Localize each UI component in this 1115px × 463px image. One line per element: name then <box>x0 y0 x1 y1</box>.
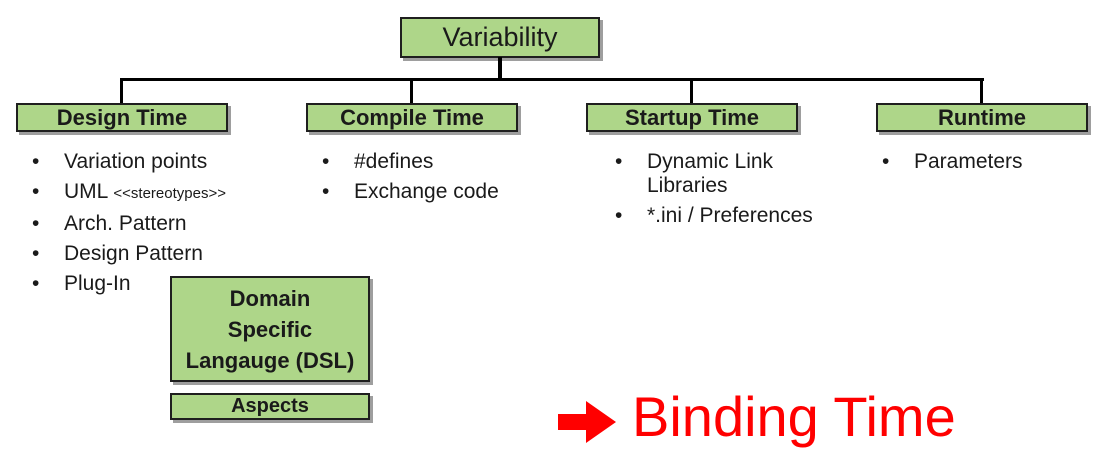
startup-time-box: Startup Time <box>586 103 798 132</box>
startup-time-list: Dynamic Link Libraries *.ini / Preference… <box>613 150 853 234</box>
list-item: Design Pattern <box>30 242 310 266</box>
dsl-label: Domain Specific Langauge (DSL) <box>185 285 355 373</box>
list-item: #defines <box>320 150 570 174</box>
runtime-box: Runtime <box>876 103 1088 132</box>
variability-label: Variability <box>442 22 558 52</box>
design-time-label: Design Time <box>56 104 188 130</box>
list-item: Exchange code <box>320 180 570 204</box>
runtime-list: Parameters <box>880 150 1100 180</box>
connector-root-stub <box>498 57 502 80</box>
connector-drop-compile-time <box>410 78 413 105</box>
right-arrow-icon <box>558 401 616 443</box>
aspects-box: Aspects <box>170 393 370 420</box>
runtime-label: Runtime <box>938 104 1026 130</box>
compile-time-box: Compile Time <box>306 103 518 132</box>
list-item: Dynamic Link Libraries <box>613 150 853 198</box>
list-item: Arch. Pattern <box>30 212 310 236</box>
connector-horizontal <box>120 78 984 81</box>
connector-drop-startup-time <box>690 78 693 105</box>
compile-time-label: Compile Time <box>340 104 484 130</box>
list-item: UML <<stereotypes>> <box>30 180 310 206</box>
connector-drop-design-time <box>120 78 123 105</box>
list-item: Parameters <box>880 150 1100 174</box>
aspects-label: Aspects <box>231 395 309 417</box>
variability-box: Variability <box>400 17 600 58</box>
design-time-list: Variation pointsUML <<stereotypes>> Arch.… <box>30 150 310 302</box>
list-item: Plug-In <box>30 272 310 296</box>
compile-time-list: #definesExchange code <box>320 150 570 210</box>
connector-drop-runtime <box>980 78 983 105</box>
startup-time-label: Startup Time <box>624 104 760 130</box>
binding-time-annotation: Binding Time <box>558 387 956 447</box>
dsl-box: Domain Specific Langauge (DSL) <box>170 276 370 382</box>
binding-time-label: Binding Time <box>632 385 956 448</box>
list-item: Variation points <box>30 150 310 174</box>
list-item: *.ini / Preferences <box>613 204 853 228</box>
design-time-box: Design Time <box>16 103 228 132</box>
